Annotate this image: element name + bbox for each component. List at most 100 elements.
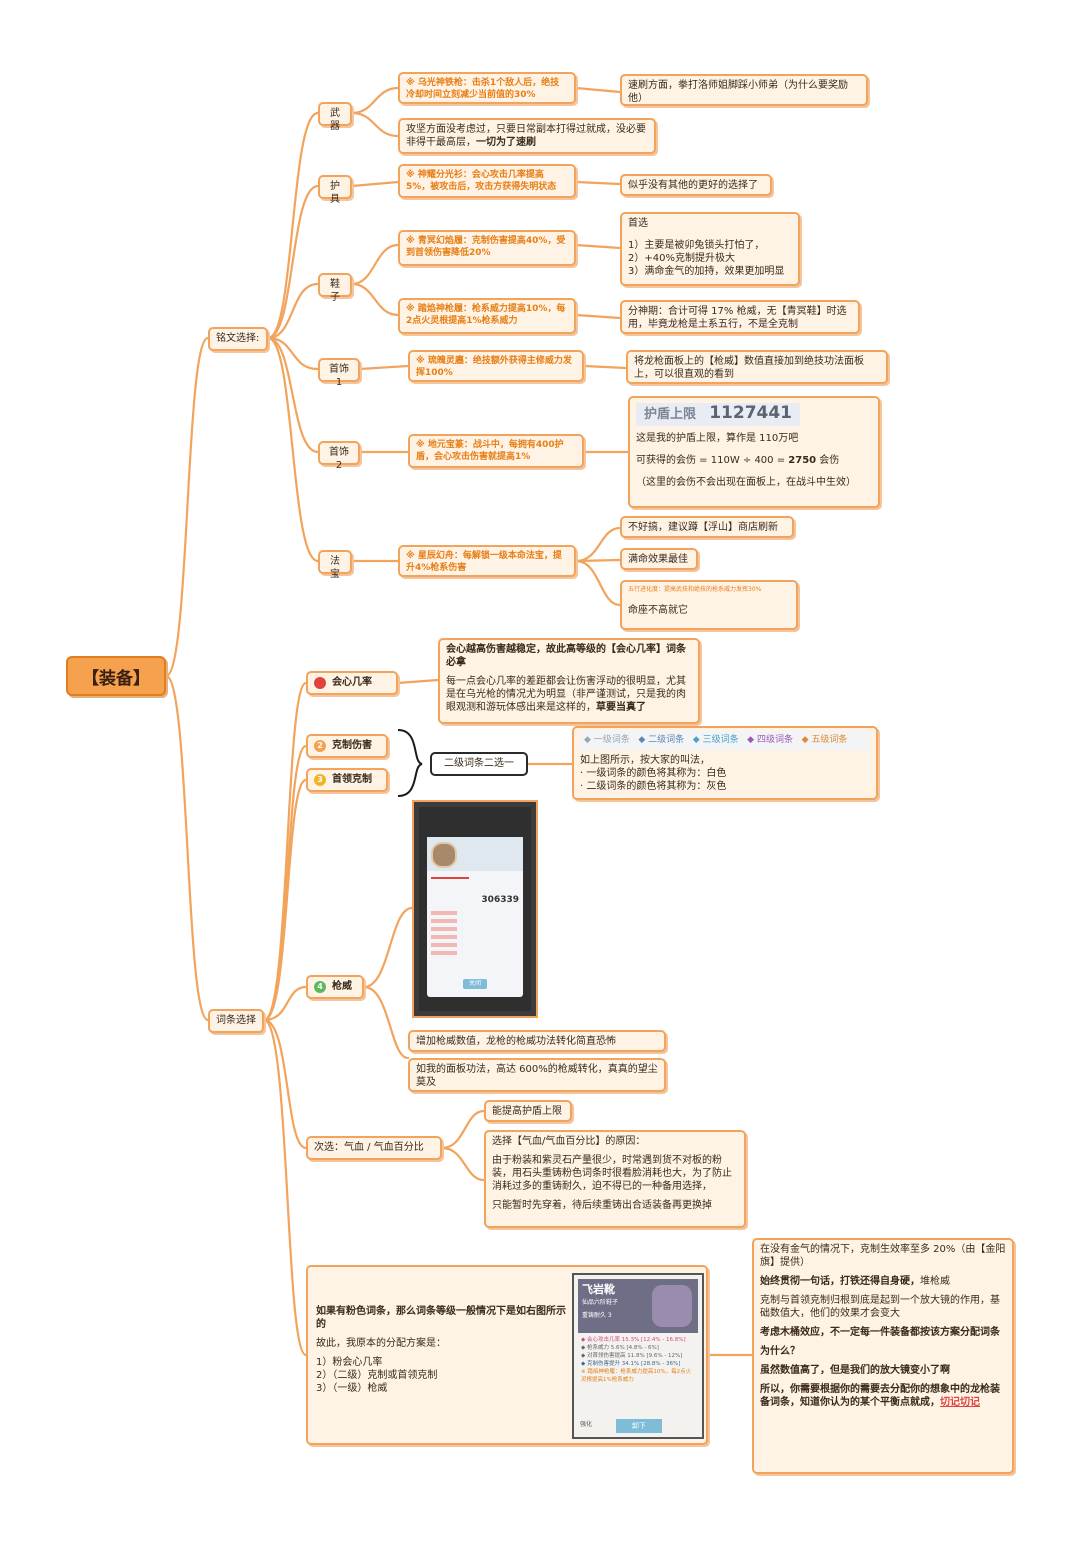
shoes-node: 鞋子 [318, 273, 352, 303]
weapon-note-raid-text: 攻坚方面没考虑过，只要日常副本打得过就成，没必要非得干最高层， [406, 124, 646, 148]
boss-label: 首领克制 [332, 774, 372, 785]
shoes-item-1: ※ 青冥幻焰履：克制伤害提高40%，受到首领伤害降低20% [398, 230, 576, 266]
shield-panel: 护盾上限 1127441 [636, 403, 801, 426]
tier-1-label: ◆ 一级词条 [584, 735, 630, 745]
boots-unequip-button: 卸下 [616, 1419, 662, 1433]
treasure-note-3: 五行进化度：提高武技和绝技的枪系威力发挥30% 命座不高就它 [620, 580, 798, 630]
pink-title: 如果有粉色词条，那么词条等级一般情况下是如右图所示的 [316, 1306, 566, 1330]
restrain-number-badge: 2 [314, 740, 326, 752]
armor-node: 护具 [318, 175, 352, 205]
accessory-2-item-text: ※ 地元宝篆：战斗中，每拥有400护盾，会心攻击伤害就提高1% [416, 440, 564, 462]
weapon-node: 武器 [318, 102, 352, 132]
shoes-note-1-line-1: 1）主要是被卯兔锁头打怕了， [628, 240, 765, 251]
spear-stat-panel: 306339 关闭 [427, 837, 523, 997]
treasure-node: 法宝 [318, 550, 352, 580]
shield-label: 护盾上限 [644, 407, 697, 422]
treasure-label: 法宝 [330, 556, 340, 580]
armor-item: ※ 神耀分光衫：会心攻击几率提高5%，被攻击后，攻击方获得失明状态 [398, 164, 576, 198]
crit-note: 会心越高伤害越稳定，故此高等级的【会心几率】词条必拿 每一点会心几率的差距都会让… [438, 638, 700, 724]
boots-header: 飞岩靴 仙品六阶鞋子 重铸耐久 3 [578, 1279, 698, 1333]
tier-note-line-2: · 一级词条的颜色将其称为：白色 [580, 768, 727, 779]
boots-icon [652, 1285, 692, 1327]
shoes-label: 鞋子 [330, 279, 340, 303]
root-node: 【装备】 [66, 656, 166, 696]
boots-affix-4: ◆ 克制伤害提升 34.1% [28.8% - 36%] [581, 1361, 681, 1367]
pink-line-1: 1）粉会心几率 [316, 1357, 383, 1368]
crit-note-body: 每一点会心几率的差距都会让伤害浮动的很明显，尤其是在乌光枪的情况尤为明显（非严谨… [446, 676, 686, 713]
accessory-2-item: ※ 地元宝篆：战斗中，每拥有400护盾，会心攻击伤害就提高1% [408, 434, 584, 468]
restrain-node: 2 克制伤害 [306, 734, 388, 758]
armor-note-text: 似乎没有其他的更好的选择了 [628, 180, 758, 191]
boss-number-badge: 3 [314, 774, 326, 786]
boots-affix-1: ◆ 会心攻击几率 15.3% [12.4% - 16.8%] [581, 1337, 686, 1343]
hp-note-1-text: 能提高护盾上限 [492, 1106, 562, 1117]
choose-one-label: 二级词条二选一 [444, 758, 514, 769]
spear-power-value: 306339 [481, 895, 519, 905]
armor-note: 似乎没有其他的更好的选择了 [620, 174, 772, 196]
shoes-note-1-line-2: 2）+40%克制提升极大 [628, 253, 735, 264]
spear-screenshot: 306339 关闭 [412, 800, 538, 1018]
crit-number-badge: 1 [314, 677, 326, 689]
accessory-2-line-2: 可获得的会伤 = 110W ÷ 400 = 2750 会伤 [636, 455, 840, 466]
treasure-note-1-text: 不好搞，建议蹲【浮山】商店刷新 [628, 522, 778, 533]
weapon-note-speed: 速刷方面，拳打洛师姐脚踩小师弟（为什么要奖励他） [620, 74, 868, 106]
hp-note-2-title: 选择【气血/气血百分比】的原因： [492, 1136, 646, 1147]
shoes-note-1-title: 首选 [628, 218, 648, 229]
side-line-6: 虽然数值高了，但是我们的放大镜变小了啊 [760, 1365, 950, 1376]
shoes-note-2: 分神期：合计可得 17% 枪威，无【青冥鞋】时选用，毕竟龙枪是土系五行，不是全克… [620, 300, 860, 334]
screenshot-close-button: 关闭 [463, 979, 487, 989]
accessory-1-node: 首饰 1 [318, 358, 360, 388]
shoes-note-1: 首选 1）主要是被卯兔锁头打怕了， 2）+40%克制提升极大 3）满命金气的加持… [620, 212, 800, 286]
tier-5-label: ◆ 五级词条 [801, 735, 848, 745]
pink-affix-node: 如果有粉色词条，那么词条等级一般情况下是如右图所示的 故此，我原本的分配方案是：… [306, 1265, 708, 1445]
weapon-note-speed-text: 速刷方面，拳打洛师姐脚踩小师弟（为什么要奖励他） [628, 80, 848, 104]
restrain-label: 克制伤害 [332, 740, 372, 751]
accessory-2-node: 首饰 2 [318, 441, 360, 471]
accessory-1-item: ※ 琉魄灵廛：绝技额外获得主修威力发挥100% [408, 350, 584, 382]
accessory-1-item-text: ※ 琉魄灵廛：绝技额外获得主修威力发挥100% [416, 356, 572, 378]
treasure-note-3-small: 五行进化度：提高武技和绝技的枪系威力发挥30% [628, 586, 762, 593]
treasure-item: ※ 星辰幻舟：每解锁一级本命法宝，提升4%枪系伤害 [398, 545, 576, 577]
shoes-item-1-text: ※ 青冥幻焰履：克制伤害提高40%，受到首领伤害降低20% [406, 236, 566, 258]
armor-item-text: ※ 神耀分光衫：会心攻击几率提高5%，被攻击后，攻击方获得失明状态 [406, 170, 557, 192]
crit-label: 会心几率 [332, 677, 372, 688]
spear-note-1: 增加枪威数值，龙枪的枪威功法转化简直恐怖 [408, 1030, 666, 1052]
weapon-item-text: ※ 乌光神铁枪：击杀1个敌人后，绝技冷却时间立刻减少当前值的30% [406, 78, 560, 100]
accessory-2-line-3: （这里的会伤不会出现在面板上，在战斗中生效） [636, 477, 856, 488]
shoes-note-2-text: 分神期：合计可得 17% 枪威，无【青冥鞋】时选用，毕竟龙枪是土系五行，不是全克… [628, 306, 847, 330]
affix-label: 词条选择 [216, 1015, 256, 1026]
stat-rows [431, 911, 519, 955]
stat-panel-header [427, 837, 523, 871]
accessory-2-note: 护盾上限 1127441 这是我的护盾上限，算作是 110万吧 可获得的会伤 =… [628, 396, 880, 508]
screenshot-backdrop: 306339 关闭 [419, 807, 531, 1011]
pink-line-0: 故此，我原本的分配方案是： [316, 1338, 446, 1349]
tier-legend: ◆ 一级词条 ◆ 二级词条 ◆ 三级词条 ◆ 四级词条 ◆ 五级词条 [580, 731, 870, 750]
accessory-2-line-1: 这是我的护盾上限，算作是 110万吧 [636, 433, 799, 444]
treasure-item-text: ※ 星辰幻舟：每解锁一级本命法宝，提升4%枪系伤害 [406, 551, 562, 573]
inscription-node: 铭文选择: [208, 327, 268, 351]
side-note: 在没有金气的情况下，克制生效率至多 20%（由【金阳旗】提供） 始终贯彻一句话，… [752, 1238, 1014, 1474]
side-line-1: 在没有金气的情况下，克制生效率至多 20%（由【金阳旗】提供） [760, 1244, 1006, 1268]
spear-note-2: 如我的面板功法，高达 600%的枪威转化，真真的望尘莫及 [408, 1058, 666, 1092]
side-line-5: 为什么？ [760, 1346, 800, 1357]
shoes-item-2-text: ※ 踏焰神枪履：枪系威力提高10%，每2点火灵根提高1%枪系威力 [406, 304, 566, 326]
pink-line-3: 3）（一级）枪威 [316, 1383, 388, 1394]
affix-node: 词条选择 [208, 1009, 264, 1033]
spear-note-2-text: 如我的面板功法，高达 600%的枪威转化，真真的望尘莫及 [416, 1064, 658, 1088]
spear-number-badge: 4 [314, 981, 326, 993]
boots-name: 飞岩靴 [582, 1283, 615, 1296]
side-line-2: 始终贯彻一句话，打铁还得自身硬，堆枪威 [760, 1276, 950, 1287]
hp-label: 次选：气血 / 气血百分比 [314, 1142, 424, 1153]
hp-note-1: 能提高护盾上限 [484, 1100, 572, 1122]
hp-node: 次选：气血 / 气血百分比 [306, 1136, 442, 1160]
side-line-4: 考虑木桶效应，不一定每一件装备都按该方案分配词条 [760, 1327, 1000, 1338]
tier-2-label: ◆ 二级词条 [638, 735, 685, 745]
hp-note-2-body: 由于粉装和紫灵石产量很少，时常遇到货不对板的粉装，用石头重铸粉色词条时很看脸消耗… [492, 1155, 732, 1192]
treasure-note-1: 不好搞，建议蹲【浮山】商店刷新 [620, 516, 794, 538]
weapon-note-raid-bold: 一切为了速刷 [476, 137, 536, 148]
tier-3-label: ◆ 三级词条 [692, 735, 739, 745]
boots-screenshot: 飞岩靴 仙品六阶鞋子 重铸耐久 3 ◆ 会心攻击几率 15.3% [12.4% … [572, 1273, 704, 1439]
accessory-2-label: 首饰 2 [329, 447, 349, 471]
